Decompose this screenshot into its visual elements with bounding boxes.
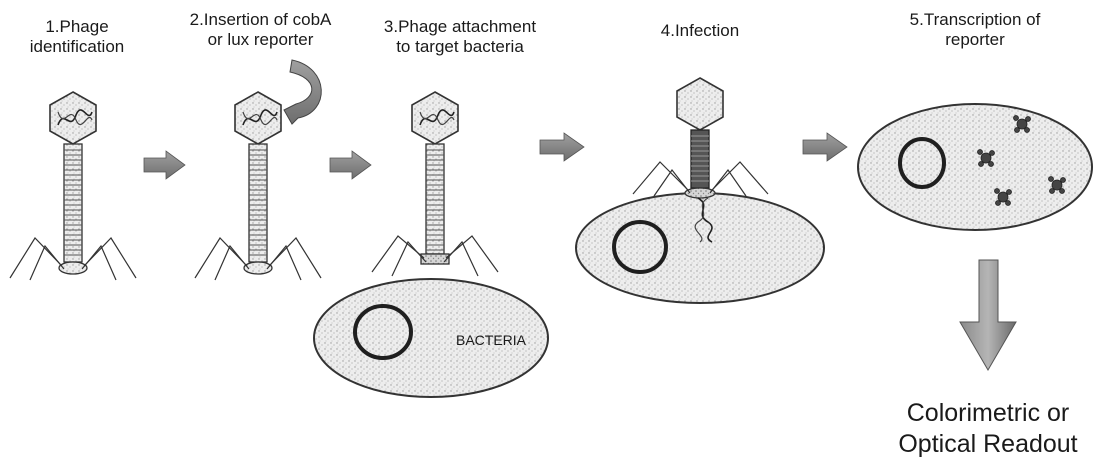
phage-2-tail: [249, 144, 267, 262]
insertion-arrow-icon: [284, 60, 321, 124]
readout-label: Colorimetric or Optical Readout: [878, 398, 1098, 461]
step-1-label: 1.Phage identification: [2, 17, 152, 56]
bacterium-5: [858, 104, 1092, 230]
arrow-3: [540, 133, 584, 161]
phage-1: [10, 92, 136, 280]
step-4-label: 4.Infection: [645, 21, 755, 41]
readout-line1: Colorimetric or: [878, 398, 1098, 429]
phage-4-tail: [691, 130, 709, 188]
step-5-label: 5.Transcription of reporter: [880, 10, 1070, 49]
step-3-line2: to target bacteria: [370, 37, 550, 57]
phage-2: [195, 60, 321, 280]
phage-3-tail: [426, 144, 444, 254]
step-5-line1: 5.Transcription of: [880, 10, 1070, 30]
phage-4-capsid: [677, 78, 723, 130]
readout-arrow: [960, 260, 1016, 370]
phage-3: [372, 92, 498, 276]
step-1-line2: identification: [2, 37, 152, 57]
arrow-2: [330, 151, 371, 179]
arrow-4: [803, 133, 847, 161]
phage-3-baseplate: [421, 254, 449, 264]
readout-line2: Optical Readout: [878, 429, 1098, 460]
step-2-line1: 2.Insertion of cobA: [163, 10, 358, 30]
step-4-line1: 4.Infection: [645, 21, 755, 41]
step-3-label: 3.Phage attachment to target bacteria: [370, 17, 550, 56]
bacteria-label: BACTERIA: [456, 332, 526, 348]
arrow-1: [144, 151, 185, 179]
step-2-label: 2.Insertion of cobA or lux reporter: [163, 10, 358, 49]
step-2-line2: or lux reporter: [163, 30, 358, 50]
step-1-line1: 1.Phage: [2, 17, 152, 37]
step-5-line2: reporter: [880, 30, 1070, 50]
step-3-line1: 3.Phage attachment: [370, 17, 550, 37]
phage-1-tail: [64, 144, 82, 262]
